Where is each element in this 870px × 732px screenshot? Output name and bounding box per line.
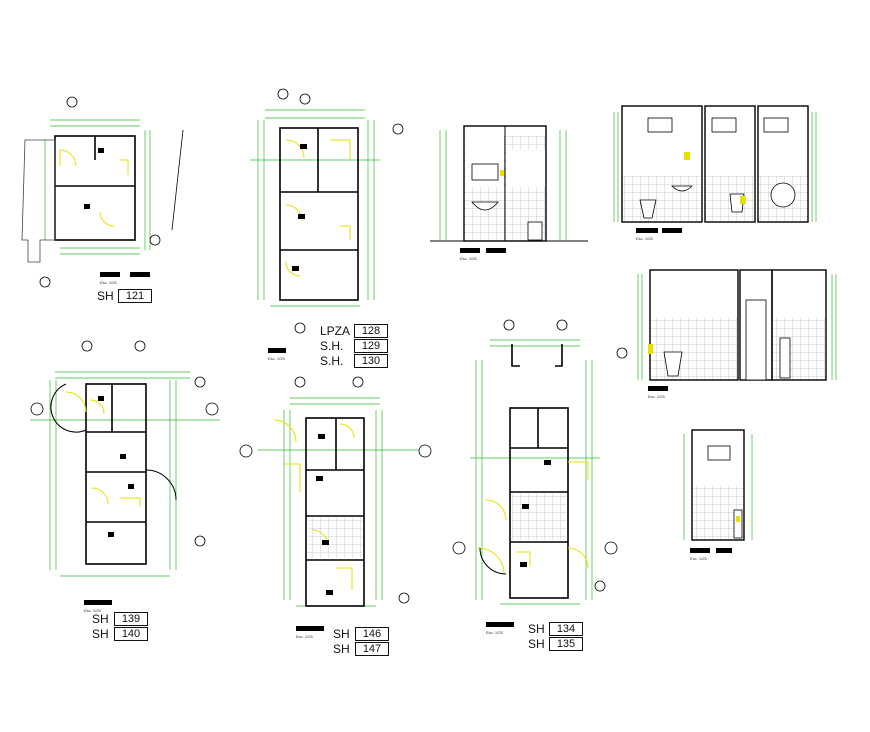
scale-note: Esc. 1/25 — [690, 556, 707, 561]
elevation-a — [430, 125, 588, 253]
title-prefix: SH — [92, 627, 109, 641]
title-prefix: SH — [528, 637, 545, 651]
title-number: 130 — [354, 354, 388, 368]
title-number: 140 — [114, 627, 148, 641]
elevation-b — [613, 105, 817, 233]
title-number: 135 — [549, 637, 583, 651]
title-number: 128 — [354, 324, 388, 338]
floor-plan-sh139 — [30, 340, 220, 605]
scale-note: Esc. 1/25 — [636, 236, 653, 241]
scale-note: Esc. 1/25 — [486, 630, 503, 635]
title-number: 129 — [354, 339, 388, 353]
floor-plan-sh121 — [21, 96, 184, 288]
elevation-c — [637, 269, 837, 391]
title-prefix: S.H. — [320, 354, 344, 368]
title-number: 147 — [355, 642, 389, 656]
title-prefix: LPZA — [320, 324, 351, 338]
scale-note: Esc. 1/25 — [460, 256, 477, 261]
title-prefix: SH — [528, 622, 545, 636]
title-number: 146 — [355, 627, 389, 641]
floor-plan-sh146 — [239, 376, 432, 631]
scale-note: Esc. 1/25 — [100, 280, 117, 285]
title-prefix: SH — [92, 612, 109, 626]
elevation-d — [683, 429, 753, 553]
title-number: 121 — [118, 289, 152, 303]
scale-note: Esc. 1/25 — [84, 608, 101, 613]
title-prefix: SH — [333, 642, 350, 656]
floor-plan-lpza128 — [250, 88, 404, 353]
title-number: 134 — [549, 622, 583, 636]
scale-note: Esc. 1/25 — [296, 634, 313, 639]
title-prefix: S.H. — [320, 339, 344, 353]
scale-note: Esc. 1/25 — [648, 394, 665, 399]
title-prefix: SH — [333, 627, 350, 641]
title-number: 139 — [114, 612, 148, 626]
title-prefix: SH — [97, 289, 114, 303]
floor-plan-sh134 — [452, 319, 628, 627]
scale-note: Esc. 1/25 — [268, 356, 285, 361]
